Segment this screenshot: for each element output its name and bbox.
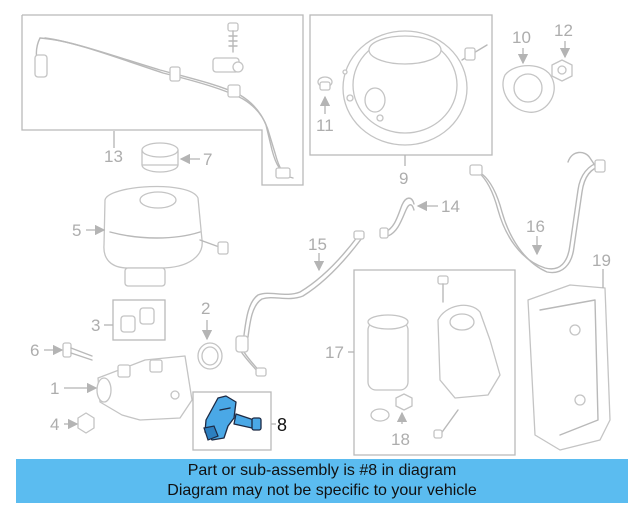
banner-line-1: Part or sub-assembly is #8 in diagram xyxy=(187,462,457,479)
group-box-17 xyxy=(353,269,516,456)
callout-8: 8 xyxy=(277,415,287,435)
callout-16: 16 xyxy=(526,217,545,236)
callout-18: 18 xyxy=(391,430,410,449)
master-cylinder-1 xyxy=(96,355,193,421)
seal-2 xyxy=(197,342,223,370)
callout-labels: 1 2 3 4 5 6 7 8 9 10 11 12 13 14 15 16 1… xyxy=(30,21,611,449)
callout-1: 1 xyxy=(50,379,59,398)
group-box-9 xyxy=(309,14,493,156)
group-box-3 xyxy=(112,299,166,341)
callout-2: 2 xyxy=(201,299,210,318)
callout-14: 14 xyxy=(441,197,460,216)
callout-17: 17 xyxy=(325,343,344,362)
callout-7: 7 xyxy=(203,150,212,169)
info-banner: Part or sub-assembly is #8 in diagram Di… xyxy=(16,459,628,503)
callout-12: 12 xyxy=(554,21,573,40)
callout-19: 19 xyxy=(592,251,611,270)
bolt-6 xyxy=(62,342,93,361)
callout-5: 5 xyxy=(72,221,81,240)
callout-9: 9 xyxy=(399,169,408,188)
line-16 xyxy=(469,151,606,274)
group-box-13 xyxy=(21,14,304,186)
tube-15 xyxy=(235,230,365,377)
callout-4: 4 xyxy=(50,415,59,434)
nut-12 xyxy=(551,59,573,82)
banner-line-2: Diagram may not be specific to your vehi… xyxy=(167,482,477,499)
cap-7 xyxy=(141,142,179,173)
callout-3: 3 xyxy=(91,316,100,335)
leader-lines xyxy=(44,41,604,430)
bracket-19 xyxy=(527,284,611,451)
hose-14 xyxy=(379,197,415,239)
reservoir-5 xyxy=(103,185,229,287)
callout-10: 10 xyxy=(512,28,531,47)
callout-11: 11 xyxy=(316,116,334,135)
nut-4 xyxy=(77,412,95,434)
group-box-8 xyxy=(192,391,272,451)
callout-13: 13 xyxy=(104,147,123,166)
callout-15: 15 xyxy=(308,235,327,254)
callout-6: 6 xyxy=(30,341,39,360)
highlighted-part-8 xyxy=(203,395,262,441)
gasket-10 xyxy=(502,64,555,113)
